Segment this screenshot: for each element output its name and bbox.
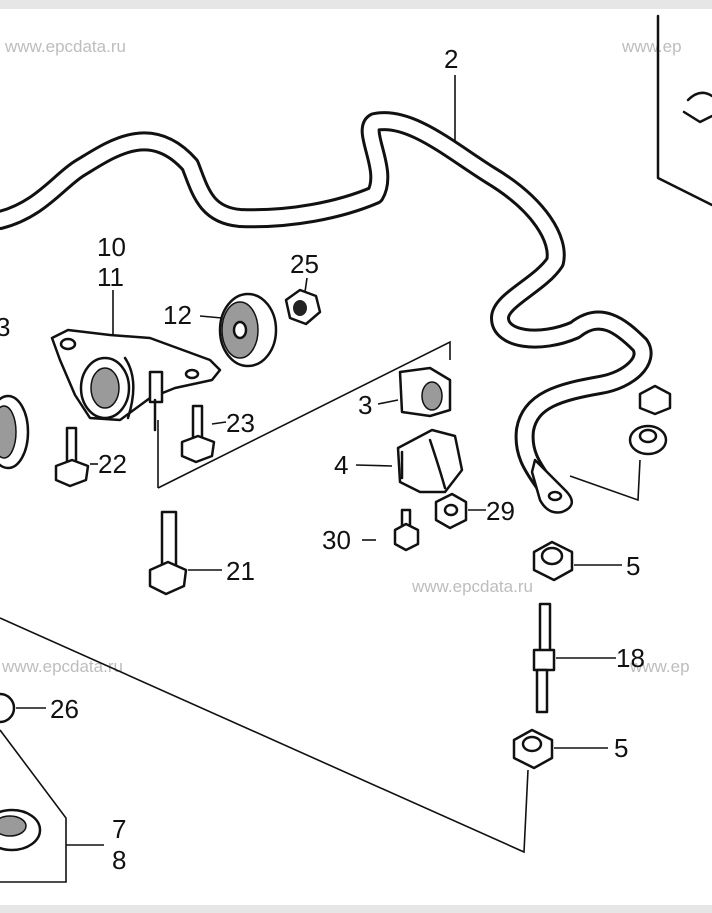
nut-26 (0, 692, 16, 724)
label-25: 25 (290, 249, 319, 279)
nut-25 (284, 288, 322, 326)
label-11: 11 (97, 262, 124, 292)
bolt-21 (148, 510, 188, 596)
bushing-holder-4 (396, 428, 464, 494)
subassembly-box (157, 340, 451, 489)
lower-subassembly-line (0, 617, 529, 854)
link-18 (532, 602, 556, 714)
label-18: 18 (616, 643, 645, 673)
label-5-lower: 5 (614, 733, 628, 763)
watermark-center: www.epcdata.ru (411, 577, 533, 596)
right-subassembly-line (569, 459, 641, 502)
label-4: 4 (334, 450, 348, 480)
label-23: 23 (226, 408, 255, 438)
watermark-top-left: www.epcdata.ru (4, 37, 126, 56)
label-5-upper: 5 (626, 551, 640, 581)
bottom-border (0, 905, 712, 913)
leader-3 (377, 399, 399, 405)
nut-5-lower (512, 728, 554, 770)
inset-frame (656, 14, 712, 207)
label-21: 21 (226, 556, 255, 586)
bushing-3 (398, 366, 452, 418)
leader-25 (304, 277, 308, 293)
bushing-12 (218, 292, 278, 368)
label-7: 7 (112, 814, 126, 844)
stabilizer-bar (0, 111, 653, 514)
bracket-bushing-assembly (50, 328, 222, 432)
label-29: 29 (486, 496, 515, 526)
label-26: 26 (50, 694, 79, 724)
nut-right-edge (628, 384, 672, 456)
watermark-top-right: www.ep (621, 37, 682, 56)
bolt-23 (180, 404, 216, 464)
leader-4 (355, 464, 393, 467)
watermark-lower-right: www.ep (629, 657, 690, 676)
watermark-lower-left: www.epcdata.ru (1, 657, 123, 676)
leader-23 (211, 421, 227, 425)
label-30: 30 (322, 525, 351, 555)
bolt-22 (54, 426, 90, 488)
bushing-left-edge (0, 394, 30, 470)
label-2: 2 (444, 44, 458, 74)
label-3: 3 (358, 390, 372, 420)
top-border (0, 0, 712, 9)
label-12: 12 (163, 300, 192, 330)
label-3-left: 3 (0, 312, 10, 342)
label-22: 22 (98, 449, 127, 479)
nut-5-upper (532, 540, 574, 582)
label-8: 8 (112, 845, 126, 875)
mount-7-8 (0, 729, 67, 883)
leader-12 (199, 315, 223, 319)
bolt-30 (393, 508, 420, 552)
label-10: 10 (97, 232, 126, 262)
nut-29 (434, 492, 468, 530)
